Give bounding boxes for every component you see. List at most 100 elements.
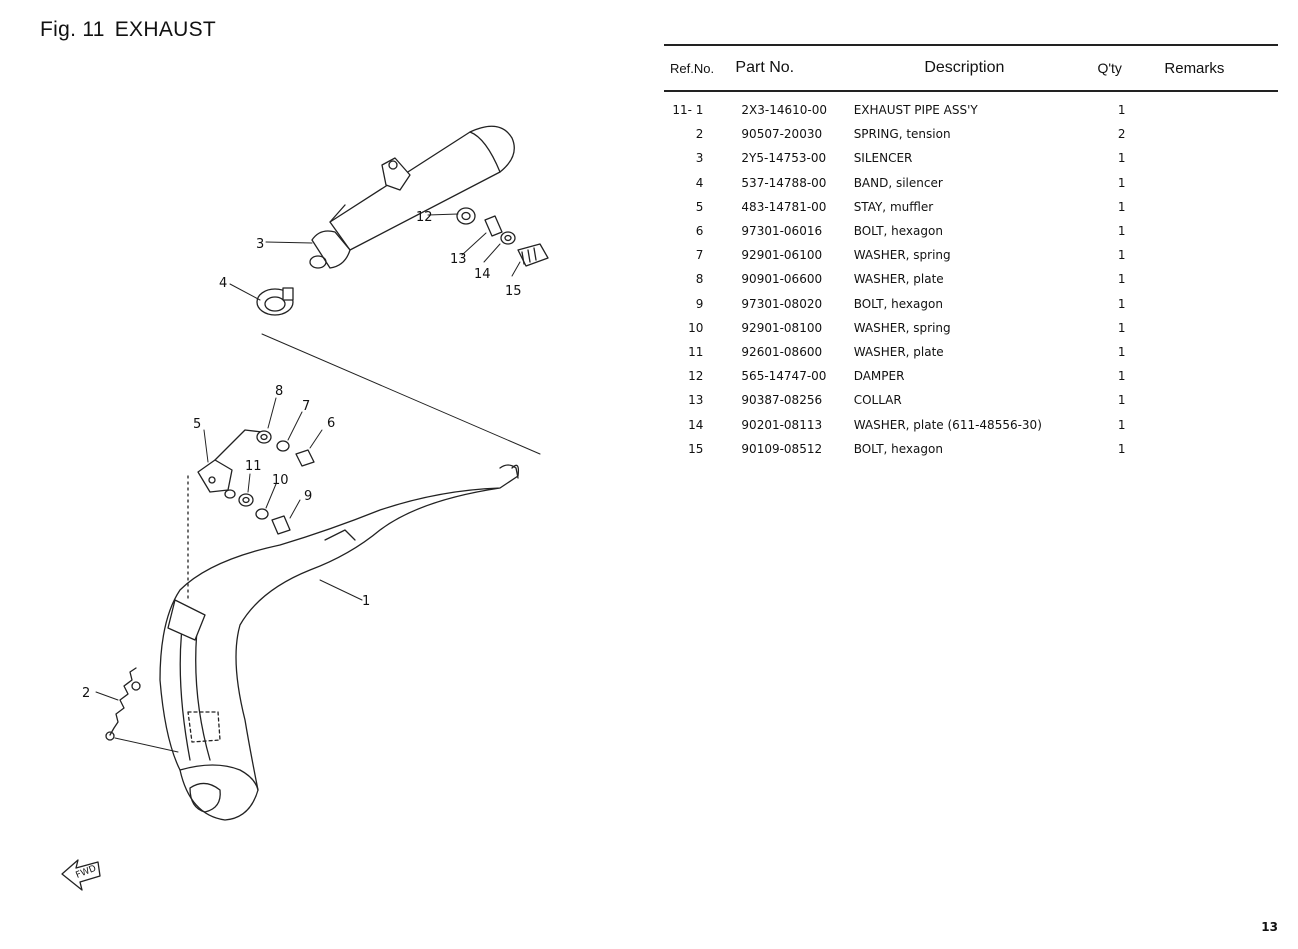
cell-remarks <box>1136 122 1278 146</box>
cell-ref: 11- 1 <box>672 103 704 118</box>
exhaust-pipe-drawing <box>159 464 520 821</box>
cell-part: 92601-08600 <box>741 344 823 359</box>
callout-13: 13 <box>450 252 467 267</box>
callout-15: 15 <box>505 284 522 299</box>
cell-ref: 6 <box>695 224 704 239</box>
cell-description: WASHER, plate <box>853 344 944 359</box>
cell-qty: 1 <box>1117 417 1126 432</box>
cell-qty: 1 <box>1117 175 1126 190</box>
cell-qty: 2 <box>1117 127 1126 142</box>
fwd-arrow <box>61 859 101 891</box>
cell-part: 92901-06100 <box>741 248 823 263</box>
callout-5: 5 <box>193 417 201 432</box>
cell-part: 2Y5-14753-00 <box>741 151 827 166</box>
cell-qty: 1 <box>1117 272 1126 287</box>
cell-part: 565-14747-00 <box>741 369 827 384</box>
cell-remarks <box>1136 195 1278 219</box>
cell-qty: 1 <box>1117 344 1126 359</box>
cell-description: WASHER, spring <box>853 320 951 335</box>
callout-2: 2 <box>82 686 90 701</box>
header-qty: Q'ty <box>1097 60 1122 76</box>
cell-remarks <box>1136 146 1278 170</box>
callout-6: 6 <box>327 416 335 431</box>
cell-qty: 1 <box>1117 296 1126 311</box>
spring-drawing <box>105 667 141 741</box>
cell-ref: 2 <box>695 127 704 142</box>
cell-description: SILENCER <box>853 151 913 166</box>
callout-11: 11 <box>245 459 262 474</box>
callout-3: 3 <box>256 237 264 252</box>
diagram-callouts: 1 2 3 4 5 6 7 8 9 10 11 12 13 14 15 FWD <box>75 210 522 881</box>
parts-list-table: Ref.No. Part No. Description Q'ty Remark… <box>664 44 1278 461</box>
cell-remarks <box>1136 267 1278 291</box>
cell-ref: 3 <box>695 151 704 166</box>
cell-remarks <box>1136 243 1278 267</box>
cell-description: WASHER, plate <box>853 272 944 287</box>
cell-remarks <box>1136 437 1278 461</box>
leader-lines <box>95 213 521 753</box>
cell-part: 92901-08100 <box>741 320 823 335</box>
exploded-parts-diagram: 1 2 3 4 5 6 7 8 9 10 11 12 13 14 15 FWD <box>0 0 640 949</box>
header-description: Description <box>924 59 1005 76</box>
callout-1: 1 <box>362 594 370 609</box>
callout-4: 4 <box>219 276 227 291</box>
cell-qty: 1 <box>1117 369 1126 384</box>
cell-remarks <box>1136 340 1278 364</box>
cell-description: SPRING, tension <box>853 127 951 142</box>
cell-part: 97301-08020 <box>741 296 823 311</box>
cell-description: COLLAR <box>853 393 902 408</box>
table-row: 9 97301-08020 BOLT, hexagon 1 <box>664 292 1278 316</box>
cell-description: BOLT, hexagon <box>853 441 943 456</box>
cell-part: 483-14781-00 <box>741 199 827 214</box>
cell-ref: 8 <box>695 272 704 287</box>
cell-description: BAND, silencer <box>853 175 943 190</box>
cell-ref: 4 <box>695 175 704 190</box>
cell-part: 2X3-14610-00 <box>741 103 828 118</box>
cell-ref: 9 <box>695 296 704 311</box>
cell-part: 90387-08256 <box>741 393 823 408</box>
stay-hardware-drawing <box>187 429 315 601</box>
table-row: 2 90507-20030 SPRING, tension 2 <box>664 122 1278 146</box>
exhaust-diagram-svg: 1 2 3 4 5 6 7 8 9 10 11 12 13 14 15 FWD <box>61 125 549 891</box>
cell-qty: 1 <box>1117 441 1126 456</box>
callout-12: 12 <box>416 210 433 225</box>
cell-qty: 1 <box>1117 320 1126 335</box>
header-ref-no: Ref.No. <box>670 60 715 76</box>
cell-description: BOLT, hexagon <box>853 224 943 239</box>
table-row: 5 483-14781-00 STAY, muffler 1 <box>664 195 1278 219</box>
cell-qty: 1 <box>1117 199 1126 214</box>
cell-part: 90507-20030 <box>741 127 823 142</box>
cell-description: BOLT, hexagon <box>853 296 943 311</box>
cell-description: STAY, muffler <box>853 199 934 214</box>
cell-remarks <box>1136 91 1278 122</box>
cell-description: EXHAUST PIPE ASS'Y <box>853 103 978 118</box>
page-number: 13 <box>1261 920 1278 934</box>
cell-ref: 13 <box>688 393 704 408</box>
table-row: 8 90901-06600 WASHER, plate 1 <box>664 267 1278 291</box>
parts-table-body: 11- 1 2X3-14610-00 EXHAUST PIPE ASS'Y 1 2 905… <box>664 91 1278 461</box>
cell-part: 90201-08113 <box>741 417 823 432</box>
table-row: 10 92901-08100 WASHER, spring 1 <box>664 316 1278 340</box>
cell-ref: 10 <box>688 320 704 335</box>
cell-part: 90901-06600 <box>741 272 823 287</box>
cell-remarks <box>1136 412 1278 436</box>
header-remarks: Remarks <box>1164 59 1225 77</box>
cell-ref: 7 <box>695 248 704 263</box>
cell-description: DAMPER <box>853 369 905 384</box>
cell-ref: 5 <box>695 199 704 214</box>
band-drawing <box>256 287 294 316</box>
cell-remarks <box>1136 388 1278 412</box>
figure-number: Fig. 11 <box>40 18 105 41</box>
silencer-hardware-drawing <box>456 207 549 267</box>
cell-part: 90109-08512 <box>741 441 823 456</box>
